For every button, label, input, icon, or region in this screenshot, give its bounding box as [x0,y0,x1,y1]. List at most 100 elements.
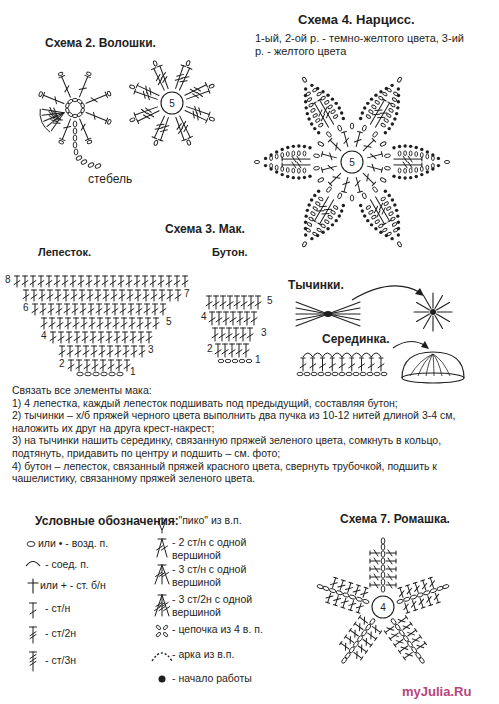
stitch-line [394,159,422,160]
stitch-line [150,281,156,285]
arch-row [303,353,381,357]
ring-circle: 5 [160,91,184,115]
stitch-line [230,296,231,309]
stitch-symbol [74,332,80,343]
stitch-line [56,309,62,313]
stitch-line [419,635,421,638]
stitch-line [386,585,396,586]
stitch-line [343,181,350,186]
stitch-line [155,565,162,584]
stitch-symbol [118,276,124,287]
stitch-line [87,276,92,277]
chain-stitch [430,588,437,593]
dot-stitch [363,214,366,217]
stitch-line [414,586,421,592]
stitch-line [154,318,159,319]
chain-stitch [386,206,392,211]
stitch-symbol [388,631,400,642]
part-label: Тычинки. [288,278,344,292]
stitch-symbol [159,290,165,301]
stitch-line [379,631,381,634]
stitch-line [95,276,100,277]
stitch-symbol [216,312,222,325]
stitch-line [349,609,353,610]
stitch-line [372,182,376,186]
stitch-line [320,100,334,124]
stitch-line [43,95,63,103]
dot-stitch [393,117,396,120]
stitch-line [354,138,361,143]
stitch-line [318,99,321,101]
stitch-symbol [94,276,100,287]
dot-stitch [317,190,320,193]
stitch-line [326,602,330,603]
stitch-line [137,304,142,305]
chain-stitch [326,131,332,138]
dot-stitch [286,146,289,149]
stitch-line [32,290,37,291]
stitch-line [68,318,69,329]
stitch-line [59,304,60,315]
stitch-line [75,351,81,355]
stitch-line [282,157,283,161]
stitch-symbol [119,290,125,301]
stitch-line [62,346,63,357]
stitch-line [374,550,378,556]
dot-stitch [306,112,309,115]
stitch-symbol [361,637,373,648]
stitch-line [182,125,189,131]
stitch-line [49,107,54,114]
row-number: 4 [41,330,47,342]
stitch-line [30,658,36,662]
stitch-line [342,358,343,371]
stitch-line [40,290,45,291]
stitch-line [123,351,129,355]
stitch-line [353,588,360,594]
stitch-line [319,203,326,209]
stitch-line [363,638,370,645]
stitch-symbol [72,304,78,315]
stitch-line [258,296,259,309]
chain-stitch [362,599,369,604]
stitch-line [248,328,253,329]
stitch-line [138,337,144,341]
stitch-line [111,295,117,299]
stitch-line [374,574,378,580]
chain-stitch [73,135,77,141]
stitch-line [94,281,100,285]
legend-text: - 3 ст/н с одной вершиной [172,563,272,588]
stitch-line [226,312,227,325]
stitch-line [297,156,301,162]
stitch-symbol [42,106,65,115]
stitch-line [342,131,347,132]
stitch-line [368,633,376,639]
stitch-symbol [367,163,383,173]
stitch-line [30,627,37,628]
stitch-line [122,290,123,301]
chain-stitch [431,156,434,161]
stitch-line [370,575,371,579]
stitch-line [51,304,52,315]
stitch-line [328,153,333,160]
instruction-text: 3) на тычинки нашить серединку, связанну… [12,434,490,459]
stitch-line [212,334,218,338]
stitch-line [100,318,101,329]
stitch-line [380,208,387,214]
stitch-line [156,318,157,329]
stitch-line [300,364,306,368]
chain-stitch [329,588,336,593]
chain-stitch [107,119,112,125]
stitch-line [374,566,378,572]
stitch-line [310,364,316,368]
stitch-line [238,312,243,313]
stitch-line [234,302,240,306]
dot-stitch [397,87,400,90]
stitch-line [125,360,130,361]
chain-stitch [426,165,429,170]
dot-stitch [415,146,418,149]
stitch-line [96,309,102,313]
stitch-line [83,332,88,333]
dot-stitch [426,150,429,153]
stitch-line [56,290,61,291]
ring-circle-outline [372,596,394,618]
